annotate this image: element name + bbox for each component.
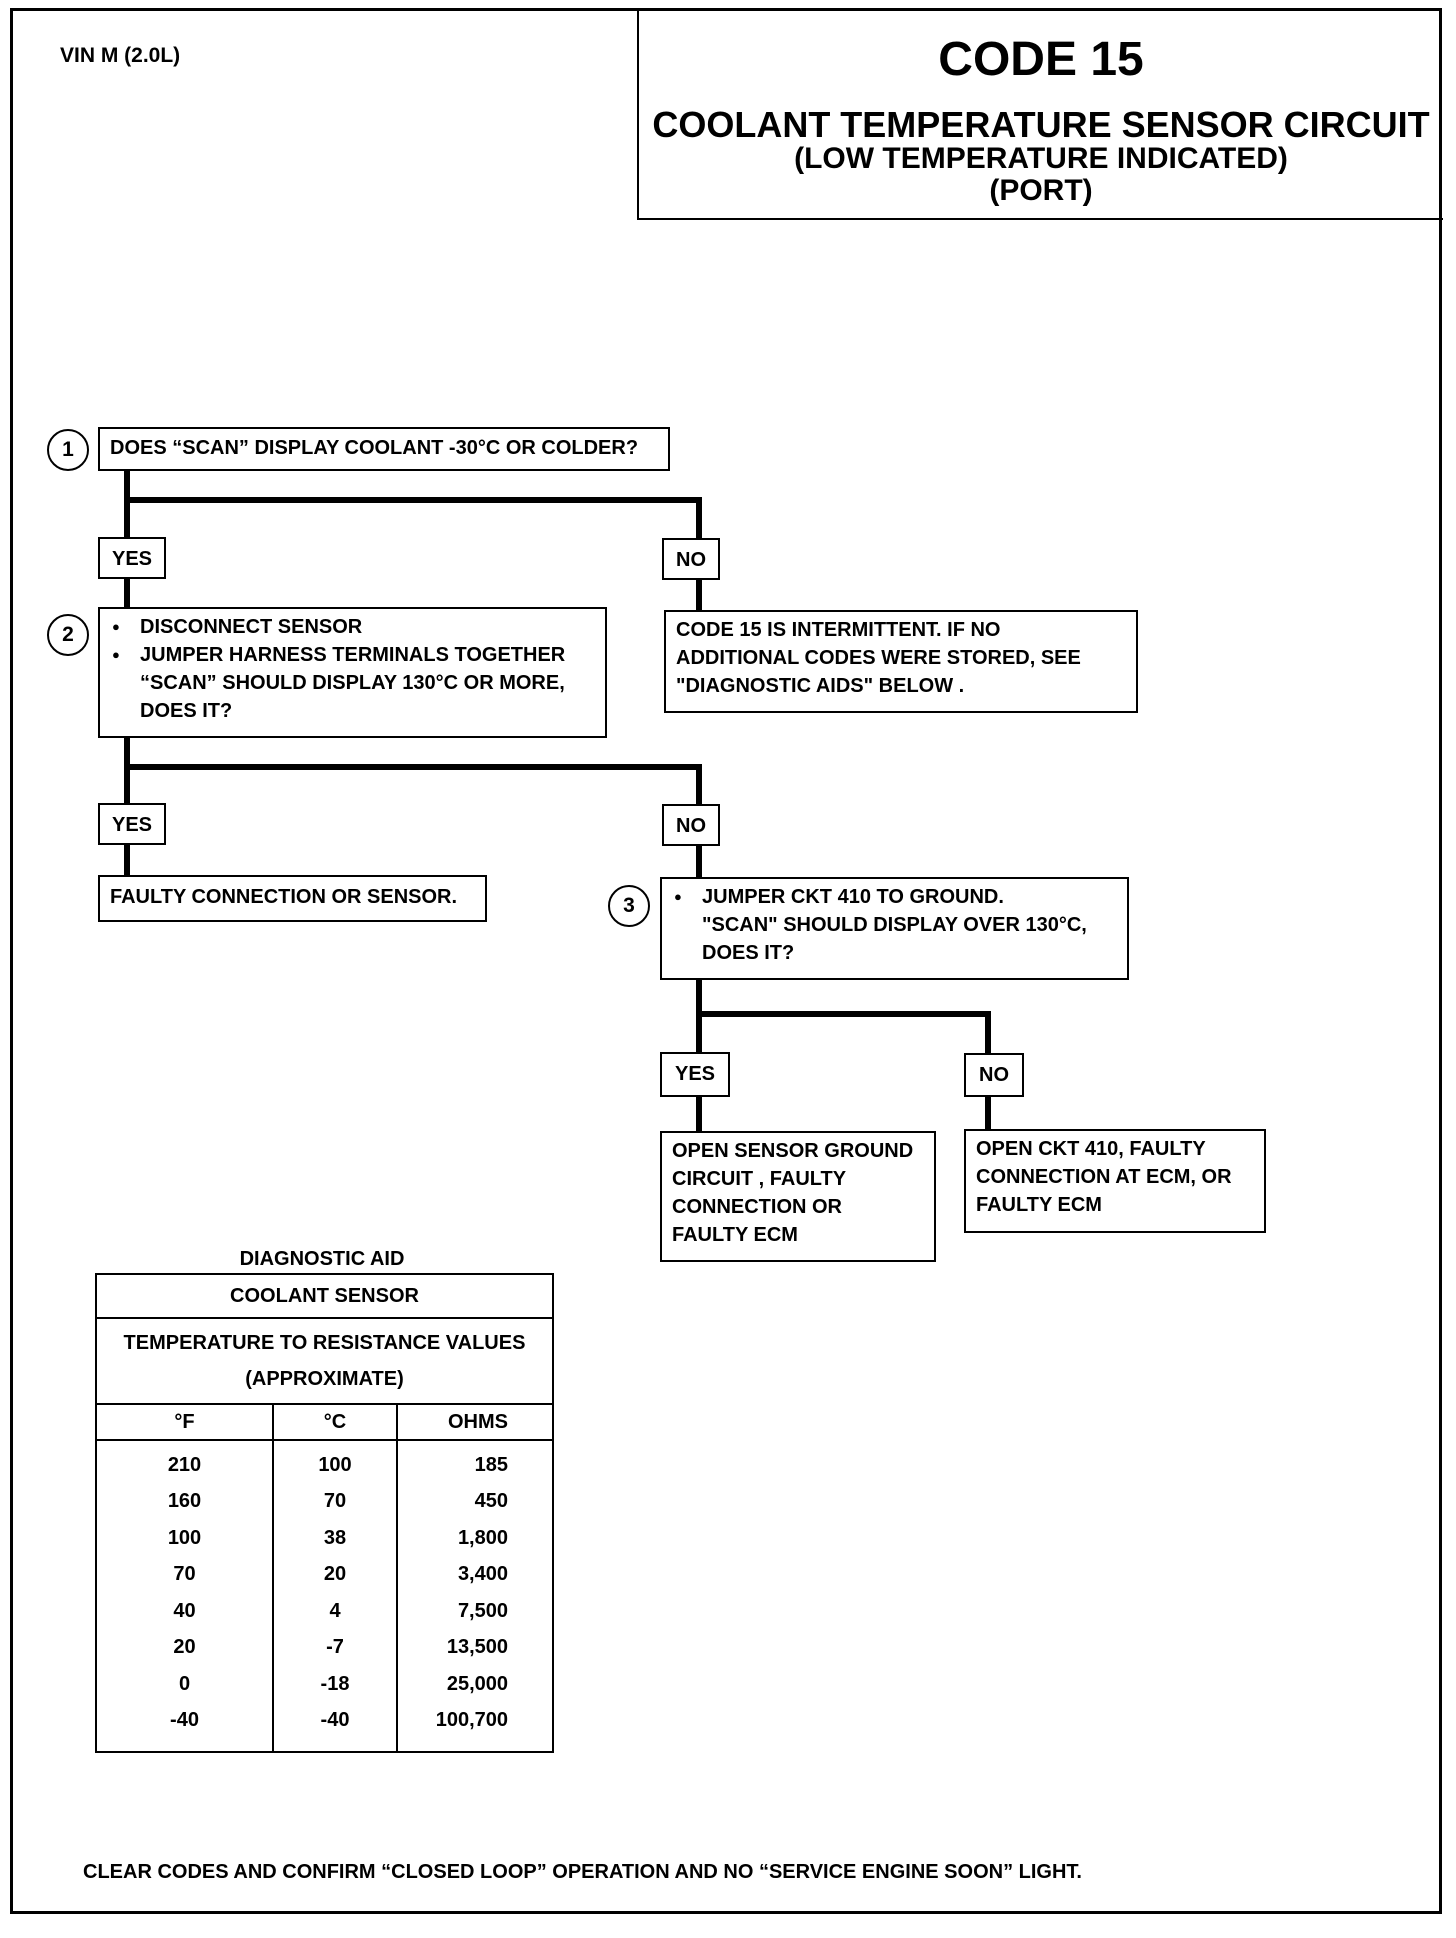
cell-fahrenheit: -40 [96,1702,274,1752]
cell-ohms: 1,800 [457,1526,508,1549]
table-header-values: TEMPERATURE TO RESISTANCE VALUES (APPROX… [96,1318,553,1405]
connector-line [985,1096,991,1130]
step3-bullet: JUMPER CKT 410 TO GROUND. [672,883,1117,911]
cell-fahrenheit: 100 [96,1520,274,1557]
step3-question-line: "SCAN" SHOULD DISPLAY OVER 130°C, [702,914,1087,936]
table-row: 70 20 3,400 [96,1556,553,1593]
table-header-line: TEMPERATURE TO RESISTANCE VALUES [123,1332,526,1354]
circuit-port: (PORT) [989,174,1093,207]
step-number-1: 1 [47,429,89,471]
step2-question-line: “SCAN” SHOULD DISPLAY 130°C OR MORE, [140,672,565,694]
column-header-ohms: OHMS [397,1404,553,1441]
page-frame [10,8,1442,1914]
cell-fahrenheit: 210 [96,1440,274,1484]
table-header-line: (APPROXIMATE) [245,1368,404,1390]
column-header-celsius: °C [273,1404,398,1441]
table-row: 210 100 185 [96,1440,553,1484]
step1-question: DOES “SCAN” DISPLAY COOLANT -30°C OR COL… [110,437,639,459]
cell-celsius: -18 [273,1666,398,1703]
code-title: CODE 15 [938,33,1144,86]
connector-line [124,764,702,770]
circuit-subtitle: (LOW TEMPERATURE INDICATED) [794,142,1288,175]
step3-no-label: NO [964,1053,1024,1097]
connector-line [696,1011,991,1017]
connector-line [124,736,130,806]
intermittent-line: "DIAGNOSTIC AIDS" BELOW . [676,675,965,697]
result-line: CONNECTION OR [672,1196,842,1218]
connector-line [696,578,702,610]
step3-question-line: DOES IT? [702,942,795,964]
table-row: 20 -7 13,500 [96,1629,553,1666]
open-ckt-410-box: OPEN CKT 410, FAULTY CONNECTION AT ECM, … [964,1129,1266,1233]
step2-no-label: NO [662,804,720,846]
step2-box: DISCONNECT SENSOR JUMPER HARNESS TERMINA… [98,607,607,738]
result-line: FAULTY ECM [976,1194,1102,1216]
title-box: CODE 15 COOLANT TEMPERATURE SENSOR CIRCU… [637,8,1443,220]
intermittent-box: CODE 15 IS INTERMITTENT. IF NO ADDITIONA… [664,610,1138,713]
cell-fahrenheit: 40 [96,1593,274,1630]
step2-bullet: JUMPER HARNESS TERMINALS TOGETHER [110,641,595,669]
step1-no-label: NO [662,538,720,580]
cell-fahrenheit: 20 [96,1629,274,1666]
cell-ohms: 185 [474,1453,508,1476]
result-line: FAULTY ECM [672,1224,798,1246]
diagnostic-aid-title: DIAGNOSTIC AID [239,1248,405,1270]
step3-box: JUMPER CKT 410 TO GROUND. "SCAN" SHOULD … [660,877,1129,980]
step1-yes-label: YES [98,537,166,579]
cell-celsius: -7 [273,1629,398,1666]
intermittent-line: ADDITIONAL CODES WERE STORED, SEE [676,647,1081,669]
cell-ohms: 3,400 [457,1563,508,1586]
step2-question-line: DOES IT? [140,700,233,722]
result-line: OPEN CKT 410, FAULTY [976,1138,1206,1160]
connector-line [696,1096,702,1132]
result-line: CONNECTION AT ECM, OR [976,1166,1232,1188]
connector-line [124,578,130,608]
cell-fahrenheit: 160 [96,1483,274,1520]
cell-ohms: 25,000 [446,1672,508,1695]
vin-label: VIN M (2.0L) [60,44,181,67]
step2-yes-label: YES [98,803,166,845]
cell-celsius: 100 [273,1440,398,1484]
open-sensor-ground-box: OPEN SENSOR GROUND CIRCUIT , FAULTY CONN… [660,1131,936,1262]
intermittent-line: CODE 15 IS INTERMITTENT. IF NO [676,619,1001,641]
table-row: -40 -40 100,700 [96,1702,553,1752]
cell-celsius: 38 [273,1520,398,1557]
table-header-sensor: COOLANT SENSOR [96,1274,553,1319]
result-line: CIRCUIT , FAULTY [672,1168,847,1190]
cell-ohms: 7,500 [457,1599,508,1622]
connector-line [124,844,130,876]
cell-ohms: 13,500 [446,1636,508,1659]
step3-yes-label: YES [660,1052,730,1097]
table-row: 0 -18 25,000 [96,1666,553,1703]
connector-line [124,469,130,539]
faulty-connection-box: FAULTY CONNECTION OR SENSOR. [98,875,487,922]
step2-bullet: DISCONNECT SENSOR [110,613,595,641]
table-row: 100 38 1,800 [96,1520,553,1557]
cell-celsius: 4 [273,1593,398,1630]
cell-ohms: 450 [474,1490,508,1513]
connector-line [696,844,702,878]
footer-instruction: CLEAR CODES AND CONFIRM “CLOSED LOOP” OP… [83,1861,1082,1883]
cell-celsius: 70 [273,1483,398,1520]
cell-fahrenheit: 70 [96,1556,274,1593]
result-line: OPEN SENSOR GROUND [672,1140,914,1162]
table-row: 40 4 7,500 [96,1593,553,1630]
faulty-connection-text: FAULTY CONNECTION OR SENSOR. [110,886,458,908]
circuit-title: COOLANT TEMPERATURE SENSOR CIRCUIT [652,104,1430,145]
connector-line [985,1011,991,1053]
cell-fahrenheit: 0 [96,1666,274,1703]
cell-celsius: -40 [273,1702,398,1752]
table-row: 160 70 450 [96,1483,553,1520]
cell-ohms: 100,700 [435,1709,508,1732]
connector-line [696,764,702,808]
connector-line [124,497,702,503]
coolant-sensor-table: COOLANT SENSOR TEMPERATURE TO RESISTANCE… [95,1273,554,1753]
cell-celsius: 20 [273,1556,398,1593]
step-number-2: 2 [47,614,89,656]
step1-question-box: DOES “SCAN” DISPLAY COOLANT -30°C OR COL… [98,427,670,471]
connector-line [696,497,702,540]
column-header-fahrenheit: °F [96,1404,274,1441]
step-number-3: 3 [608,885,650,927]
